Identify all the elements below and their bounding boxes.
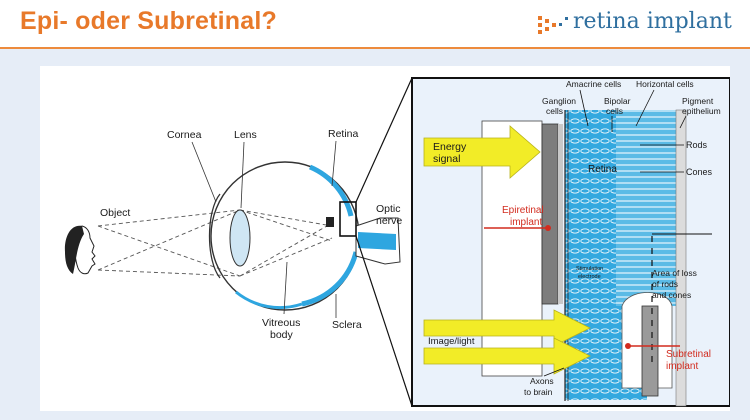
retina-implant-diagram: Object Cornea Lens Retina Optic nerve Vi… xyxy=(64,77,730,407)
label-area-of-loss-2: of rods xyxy=(652,279,678,289)
label-vitreous-body-1: Vitreous xyxy=(262,317,300,329)
label-ganglion-cells-1: Ganglion xyxy=(542,96,576,106)
retina-band-top xyxy=(308,164,354,217)
label-area-of-loss-1: Area of loss xyxy=(652,268,697,278)
label-axons-to-brain-1: Axons xyxy=(530,376,554,386)
label-bipolar-cells-2: cells xyxy=(606,106,623,116)
retina-detail-panel: Energy signal Epiretinal implant Subreti… xyxy=(411,77,730,407)
epiretinal-implant-bar xyxy=(541,123,559,305)
label-stimulation-electrode-2: electrode xyxy=(578,274,601,280)
label-area-of-loss-3: and cones xyxy=(652,290,691,300)
label-cornea: Cornea xyxy=(167,129,202,141)
label-cones: Cones xyxy=(686,167,713,177)
label-retina: Retina xyxy=(328,128,359,140)
label-stimulation-electrode-1: Stimulation xyxy=(576,266,603,272)
label-retina-detail: Retina xyxy=(588,164,617,175)
label-pigment-epithelium-2: epithelium xyxy=(682,106,721,116)
subretinal-implant-bar xyxy=(641,305,659,397)
optic-nerve-fibers xyxy=(358,232,396,250)
label-energy-signal-2: signal xyxy=(433,153,460,165)
label-sclera: Sclera xyxy=(332,319,362,331)
image-light-arrow-2 xyxy=(423,337,591,375)
retinal-image xyxy=(326,217,334,227)
label-energy-signal-1: Energy xyxy=(433,141,467,153)
label-subretinal-implant-2: implant xyxy=(666,361,698,372)
label-axons-to-brain-2: to brain xyxy=(524,387,553,397)
image-light-arrow-1 xyxy=(423,309,591,347)
header-divider xyxy=(0,47,750,49)
cornea xyxy=(208,193,221,279)
label-horizontal-cells: Horizontal cells xyxy=(636,79,694,89)
label-epiretinal-implant-1: Epiretinal xyxy=(502,205,544,216)
label-optic-nerve-1: Optic xyxy=(376,203,401,215)
figure-card: Object Cornea Lens Retina Optic nerve Vi… xyxy=(40,66,730,411)
eye-cross-section: Object Cornea Lens Retina Optic nerve Vi… xyxy=(64,77,413,407)
pigment-epithelium-layer xyxy=(675,109,687,407)
retina-implant-logo: retina implant xyxy=(536,9,736,40)
retina-band-lower xyxy=(235,290,303,309)
label-lens: Lens xyxy=(234,129,257,141)
label-object: Object xyxy=(100,207,130,219)
photoreceptor-layer xyxy=(616,110,676,306)
label-epiretinal-implant-2: implant xyxy=(510,217,542,228)
label-subretinal-implant-1: Subretinal xyxy=(666,349,711,360)
label-rods: Rods xyxy=(686,140,708,150)
label-ganglion-cells-2: cells xyxy=(546,106,563,116)
logo-text: retina implant xyxy=(573,9,732,34)
energy-signal-arrow xyxy=(423,125,541,179)
label-amacrine-cells: Amacrine cells xyxy=(566,79,621,89)
light-rays xyxy=(97,209,333,277)
slide-title: Epi- oder Subretinal? xyxy=(20,7,277,35)
object-face-icon xyxy=(64,225,96,275)
lens xyxy=(229,209,251,267)
label-bipolar-cells-1: Bipolar xyxy=(604,96,631,106)
label-image-light: Image/light xyxy=(428,336,475,347)
label-optic-nerve-2: nerve xyxy=(376,215,402,227)
detail-selection-box xyxy=(339,201,357,237)
dotted-arrow-logo-icon xyxy=(538,16,568,34)
label-vitreous-body-2: body xyxy=(270,329,294,341)
label-pigment-epithelium-1: Pigment xyxy=(682,96,714,106)
retina-band-bottom xyxy=(301,251,359,307)
